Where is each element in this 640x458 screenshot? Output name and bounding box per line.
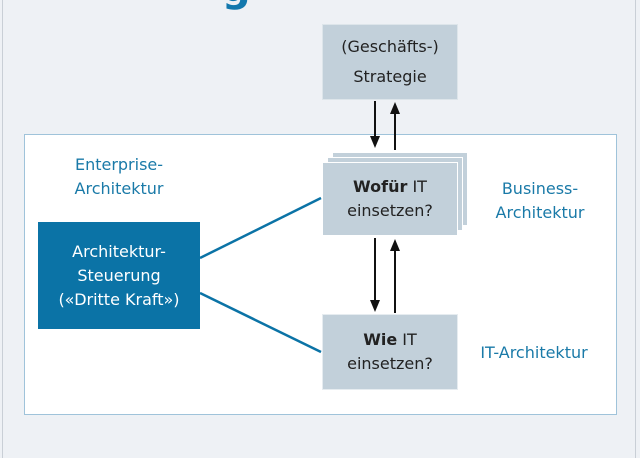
wofuer-node: Wofür IT einsetzen? — [322, 162, 458, 236]
business-label-line2: Architektur — [495, 203, 585, 222]
strategy-node: (Geschäfts-) Strategie — [322, 24, 458, 100]
it-architecture-label: IT-Architektur — [480, 343, 588, 362]
wofuer-rest: IT — [407, 177, 427, 196]
architecture-steering-node: Architektur- Steuerung («Dritte Kraft») — [38, 222, 200, 329]
wie-rest: IT — [397, 330, 417, 349]
enterprise-label-line1: Enterprise- — [74, 155, 164, 174]
steering-line2: Steuerung — [77, 265, 161, 285]
wie-bold: Wie — [363, 330, 398, 349]
steering-line1: Architektur- — [72, 241, 166, 261]
steering-line3: («Dritte Kraft») — [58, 289, 180, 309]
wie-line2: einsetzen? — [347, 354, 433, 373]
business-label-line1: Business- — [501, 179, 579, 198]
wofuer-bold: Wofür — [353, 177, 408, 196]
business-architecture-label: Business- Architektur — [478, 177, 602, 225]
line-steering-to-wie — [199, 291, 322, 354]
wie-node: Wie IT einsetzen? — [322, 314, 458, 390]
wie-line1: Wie IT — [363, 328, 417, 352]
wofuer-line2: einsetzen? — [347, 201, 433, 220]
title-fragment: g — [222, 0, 251, 8]
enterprise-architecture-label: Enterprise- Architektur — [54, 153, 184, 201]
strategy-line2: Strategie — [353, 67, 427, 86]
strategy-line1: (Geschäfts-) — [341, 37, 439, 56]
wofuer-line1: Wofür IT — [353, 175, 427, 199]
enterprise-label-line2: Architektur — [74, 179, 164, 198]
line-steering-to-wofuer — [199, 196, 322, 260]
